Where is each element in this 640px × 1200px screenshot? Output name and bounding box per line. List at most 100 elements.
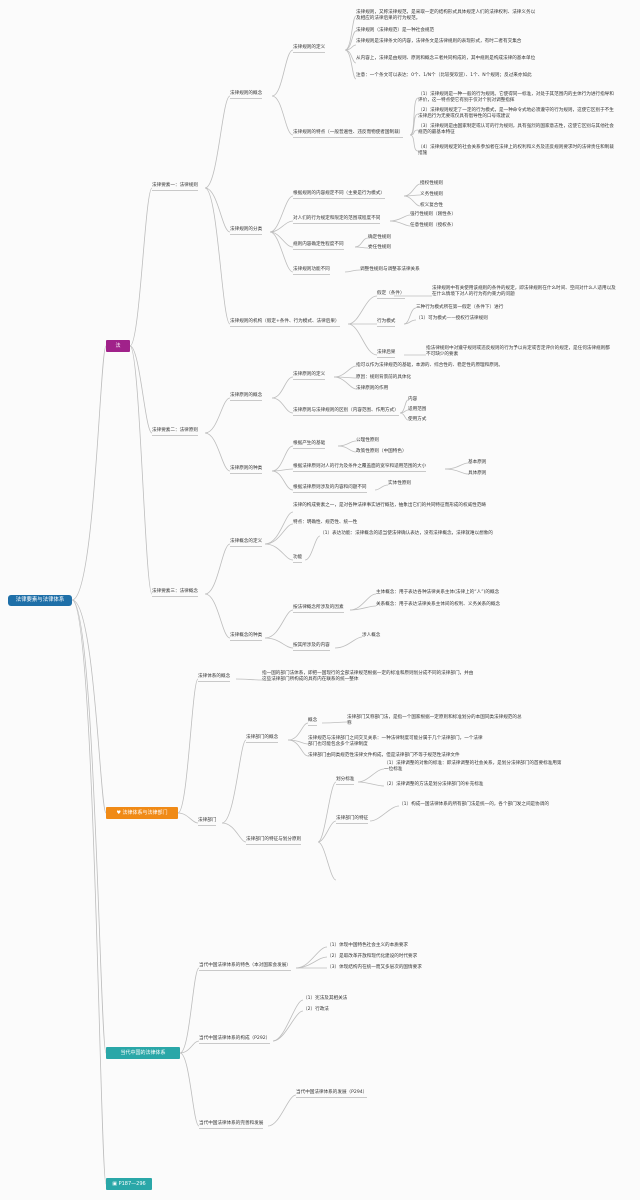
connector <box>264 609 294 639</box>
principle-def-item: 原因：规则背景前的具体化 <box>356 375 412 380</box>
connector <box>403 183 421 197</box>
principle-def-item: 法律原则的作用 <box>356 386 389 391</box>
node-concept-kinds[interactable]: 法律概念的种类 <box>230 633 263 641</box>
node-concept-obj[interactable]: 按法律概念所涉及的因素 <box>293 605 344 613</box>
connector <box>347 323 378 356</box>
connector <box>272 1010 304 1042</box>
connector <box>204 543 231 595</box>
node-principle-src[interactable]: 根据产生的基础 <box>293 441 326 449</box>
node-concept-def[interactable]: 法律概念的定义 <box>230 539 263 547</box>
connector <box>71 599 107 1185</box>
node-rule[interactable]: 法律要素一：法律规则 <box>152 183 198 191</box>
node-rule-concept[interactable]: 法律规则的概念 <box>230 91 263 99</box>
dept-std-item: （1）法律调整的对象的标准：即法律调整的社会关系，是划分法律部门的首要标准用第一… <box>384 761 562 772</box>
connector <box>333 376 357 390</box>
connector <box>399 399 409 414</box>
rule-def-item: 法律规则（法律规范）是一种社会规范 <box>356 28 435 33</box>
china-trait-item: （2）是取改革开放和现代化建设的时代要求 <box>327 954 418 959</box>
node-dept-feat[interactable]: 法律部门的特征 <box>336 816 369 824</box>
node-concept[interactable]: 法律要素三：法律概念 <box>152 589 198 597</box>
branch-china-legal-system[interactable]: 当代中国的法律体系 <box>106 1047 180 1059</box>
kind-item: 权义复合性 <box>420 203 443 208</box>
dept-concept-item: 法律规范与法律部门之间交叉关系：一种法律制度可能分属于几个法律部门，一个法律部门… <box>308 736 483 747</box>
connector <box>269 231 294 248</box>
branch-legal-system[interactable]: ♥ 法律体系与法律部门 <box>106 807 178 819</box>
kind-item: 义务性规则 <box>420 192 443 197</box>
principle-scope-item: 基本原则 <box>468 460 487 465</box>
concept-def-item: 特点：明确性、规范性、统一性 <box>293 520 358 525</box>
connector <box>264 511 294 545</box>
mode-item: （1）可为模式——授权行法律规则 <box>416 316 488 321</box>
branch-china-label: 当代中国的法律体系 <box>120 1050 166 1056</box>
connector <box>389 214 411 222</box>
node-concept-res[interactable]: 按其所涉及的内容 <box>293 643 330 651</box>
rule-feat-item: （4）法律规则规定的社会关系参加者在法律上的权利和义务及违反规则要求时的法律责任… <box>418 145 614 156</box>
node-system-concept[interactable]: 法律体系的概念 <box>198 674 231 682</box>
connector <box>399 412 409 421</box>
node-kinds-clarity[interactable]: 规则内容确定性程度不同 <box>293 242 344 250</box>
connector <box>354 237 369 248</box>
node-rule-def[interactable]: 法律规则的定义 <box>293 45 326 53</box>
node-rule-kinds[interactable]: 法律规则的分类 <box>230 227 263 235</box>
root-node[interactable]: 法律要素与法律体系 <box>8 595 72 606</box>
node-principle-kinds[interactable]: 法律原则的种类 <box>230 466 263 474</box>
node-dept-concept-label[interactable]: 概念 <box>308 718 318 726</box>
node-principle-diff[interactable]: 法律原则与法律规则的区别（内容范围、作用方式） <box>293 408 399 416</box>
connector <box>264 543 294 561</box>
rule-def-item: 注意：一个条文可以表达：0个、1/N个（比较受欢迎）、1个、N个规则；反过来亦如… <box>356 73 532 78</box>
node-china-dev[interactable]: 当代中国法律体系的完善和发展 <box>199 1121 264 1129</box>
connector <box>269 220 294 233</box>
connector <box>357 768 385 783</box>
connector <box>269 195 294 233</box>
connector <box>334 636 363 649</box>
node-rule-structure[interactable]: 法律规则的机构（假定+条件、行为模式、法律后果） <box>230 319 340 327</box>
node-assume[interactable]: 假定（条件） <box>377 291 405 299</box>
connector <box>272 999 304 1042</box>
connector <box>295 946 328 969</box>
dept-std-item: （2）法律调整的方法是划分法律部门的补充标准 <box>384 782 484 787</box>
connector <box>71 345 107 601</box>
node-kinds-room[interactable]: 对人们的行为规定和限定的范围或程度不同 <box>293 216 381 224</box>
node-principle[interactable]: 法律要素二：法律原则 <box>152 428 198 436</box>
node-dept-basis[interactable]: 法律部门的特征与划分原则 <box>246 837 302 845</box>
rule-feat-item: （2）法律规则规定了一定的行为模式，是一种命令式地必须遵守的行为规则，这使它区别… <box>418 108 614 119</box>
branch-pages[interactable]: ▣ P187—296 <box>106 1178 152 1190</box>
principle-src-item: 政策性原则（中国特色） <box>356 449 407 454</box>
node-kinds-content[interactable]: 根据规则的内容规定不同（主要是行为模式） <box>293 191 385 199</box>
node-principle-content[interactable]: 根据法律原则涉及的内容和问题不同 <box>293 485 367 493</box>
dept-feat-item: （1）构成一国法律体系的所有部门法是统一的，各个部门发之间是协调的 <box>399 802 549 807</box>
kind-item: 授权性规则 <box>420 181 443 186</box>
connector <box>269 231 294 273</box>
connector <box>264 523 294 545</box>
china-dev-item[interactable]: 当代中国法律体系的发展（P294） <box>296 1090 368 1098</box>
rule-feat-item: （3）法律规则是由国家制定或认可的行为规则，具有强烈的国家意志性，这使它区别与其… <box>418 124 614 135</box>
node-dept[interactable]: 法律部门 <box>198 818 217 826</box>
node-kinds-func[interactable]: 法律规则功能不同 <box>293 267 330 275</box>
branch-law[interactable]: 法 <box>106 340 130 352</box>
connector <box>369 805 400 822</box>
node-principle-concept[interactable]: 法律原则的概念 <box>230 393 263 401</box>
node-rule-feat[interactable]: 法律规则的特点（一般普遍性、违反而物使者国制裁） <box>293 130 404 138</box>
principle-def-item: 指可以作为法律规范的基础，本源的、综合性的、稳定性的原理和原则。 <box>356 363 504 368</box>
node-concept-func[interactable]: 功能 <box>293 555 303 563</box>
connector <box>399 409 409 414</box>
node-dept-std[interactable]: 划分标准 <box>336 777 355 785</box>
node-china-traits[interactable]: 当代中国法律体系的特色（本对国家会发展） <box>199 963 291 971</box>
node-principle-scope[interactable]: 根据法律原则对人的行为及条件之覆盖面的宽窄和适用范围的大小 <box>293 464 427 472</box>
connector <box>179 967 200 1054</box>
node-principle-def[interactable]: 法律原则的定义 <box>293 372 326 380</box>
china-trait-item: （1）体现中国特色社会主义的本质要求 <box>327 943 409 948</box>
connector <box>344 269 361 273</box>
assume-text: 法律规则中有关使用该规则的条件的规定，即法律规则在什么时间、空间对什么人适用以及… <box>432 286 616 297</box>
connector <box>403 319 417 325</box>
node-china-make[interactable]: 当代中国法律体系的构成（P292） <box>199 1036 271 1044</box>
china-trait-item: （3）体现结构内在统一而又多层次的国情要求 <box>327 965 422 970</box>
connector <box>349 605 377 611</box>
node-dept-concept[interactable]: 法律部门的概念 <box>246 735 279 743</box>
connector <box>71 599 107 814</box>
connector <box>267 1094 297 1127</box>
kind-item: 调整性规则与调整非法律关系 <box>360 267 420 272</box>
connector <box>204 95 231 189</box>
node-result[interactable]: 法律后果 <box>377 350 396 358</box>
node-mode[interactable]: 行为模式 <box>377 319 396 327</box>
